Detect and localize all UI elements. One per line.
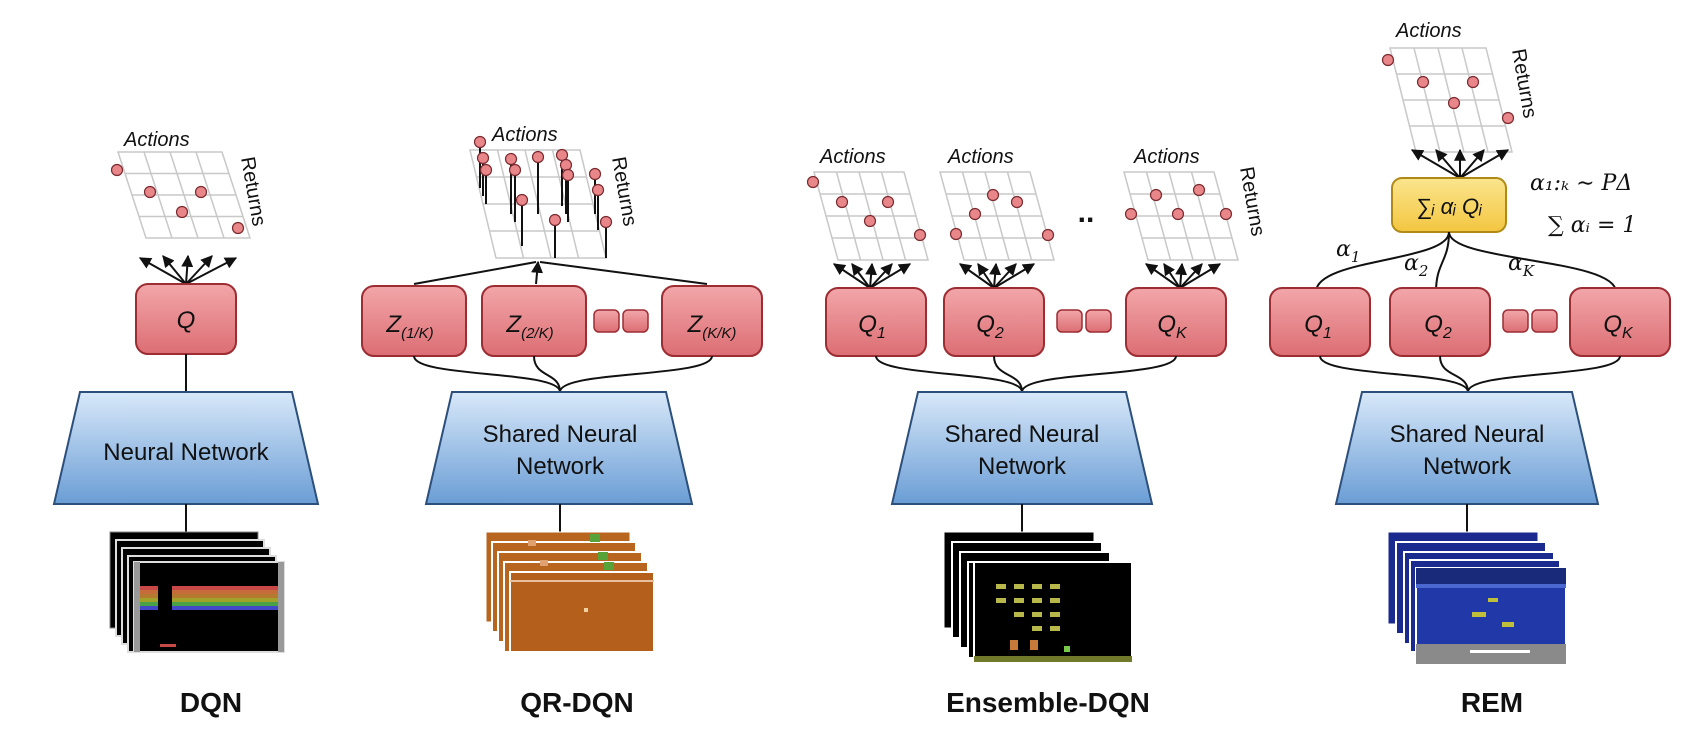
panel-title-dqn: DQN [180, 687, 242, 718]
svg-text:Q: Q [177, 307, 196, 334]
grid-ellipsis: .. [1078, 196, 1095, 229]
game-frames-breakout [109, 531, 285, 653]
svg-text:Shared Neural: Shared Neural [483, 421, 638, 448]
q-head-1: Q1 [1269, 287, 1371, 357]
weight-alpha-k: αK [1508, 251, 1535, 280]
panel-dqn: Actions Returns Q Neural Network [52, 129, 320, 718]
q-head-2: Q2 [1389, 287, 1491, 357]
svg-text:Shared Neural: Shared Neural [945, 421, 1100, 448]
head-ellipsis-blocks [1056, 309, 1112, 333]
svg-text:Actions: Actions [819, 146, 886, 168]
svg-text:Q2: Q2 [1424, 311, 1452, 342]
alpha-distribution-formula: α₁:ₖ ∼ PΔ [1530, 171, 1632, 196]
svg-text:Shared Neural: Shared Neural [1390, 421, 1545, 448]
quantile-points [479, 142, 607, 258]
svg-text:Neural Network: Neural Network [103, 439, 269, 466]
return-points [110, 163, 245, 235]
svg-text:Q1: Q1 [858, 311, 886, 342]
game-frames-qbert [485, 531, 655, 653]
shared-neural-network: Shared Neural Network [890, 391, 1154, 505]
game-frames-seaquest [1387, 531, 1567, 665]
svg-text:Q2: Q2 [976, 311, 1004, 342]
actions-label: Actions [491, 124, 558, 146]
svg-text:QK: QK [1157, 311, 1188, 342]
returns-label: Returns [607, 155, 641, 228]
z-head-k: Z(K/K) [661, 285, 763, 357]
svg-text:Actions: Actions [947, 146, 1014, 168]
panel-ensemble-dqn: Actions Actions [806, 146, 1269, 718]
z-head-1: Z(1/K) [361, 285, 467, 357]
actions-label: Actions [123, 129, 190, 151]
panel-title-ensemble-dqn: Ensemble-DQN [946, 687, 1150, 718]
action-return-grid [116, 151, 252, 239]
svg-text:Z(2/K): Z(2/K) [505, 311, 553, 342]
svg-text:QK: QK [1603, 311, 1634, 342]
q-head-k: QK [1125, 287, 1227, 357]
weight-alpha-2: α2 [1404, 251, 1428, 280]
q-head-1: Q1 [825, 287, 927, 357]
q-head: Q [135, 283, 237, 355]
weight-alpha-1: α1 [1336, 237, 1360, 266]
action-return-grid-1: Actions [806, 146, 929, 289]
game-frames-space-invaders [943, 531, 1133, 663]
shared-neural-network: Shared Neural Network [424, 391, 694, 505]
svg-text:Actions: Actions [1133, 146, 1200, 168]
action-return-grid-2: Actions [939, 146, 1055, 289]
head-ellipsis-blocks [1502, 309, 1558, 333]
q-head-k: QK [1569, 287, 1671, 357]
svg-text:Network: Network [978, 453, 1067, 480]
weighted-sum-combiner: ∑ᵢ αᵢ Qᵢ [1391, 177, 1507, 233]
svg-text:Network: Network [516, 453, 605, 480]
svg-text:Z(1/K): Z(1/K) [385, 311, 433, 342]
head-ellipsis-blocks [593, 309, 649, 333]
svg-text:Q1: Q1 [1304, 311, 1332, 342]
returns-label: Returns [1507, 47, 1541, 120]
q-head-2: Q2 [943, 287, 1045, 357]
z-head-2: Z(2/K) [481, 285, 587, 357]
svg-text:Network: Network [1423, 453, 1512, 480]
panel-title-rem: REM [1461, 687, 1523, 718]
svg-text:Z(K/K): Z(K/K) [687, 311, 737, 342]
svg-text:∑ᵢ αᵢ Qᵢ: ∑ᵢ αᵢ Qᵢ [1416, 194, 1482, 219]
alpha-sum-formula: ∑ αᵢ = 1 [1548, 213, 1636, 238]
neural-network: Neural Network [52, 391, 320, 505]
actions-label: Actions [1395, 20, 1462, 42]
action-return-grid-3: Actions Returns [1123, 146, 1269, 289]
returns-label: Returns [1235, 165, 1269, 238]
panel-title-qr-dqn: QR-DQN [520, 687, 634, 718]
panel-qr-dqn: Actions Returns Z(1/K) Z(2/K) Z(K/K) [361, 124, 763, 718]
panel-rem: Actions Returns ∑ᵢ αᵢ Qᵢ α₁:ₖ ∼ PΔ ∑ αᵢ … [1269, 20, 1671, 718]
shared-neural-network: Shared Neural Network [1334, 391, 1600, 505]
